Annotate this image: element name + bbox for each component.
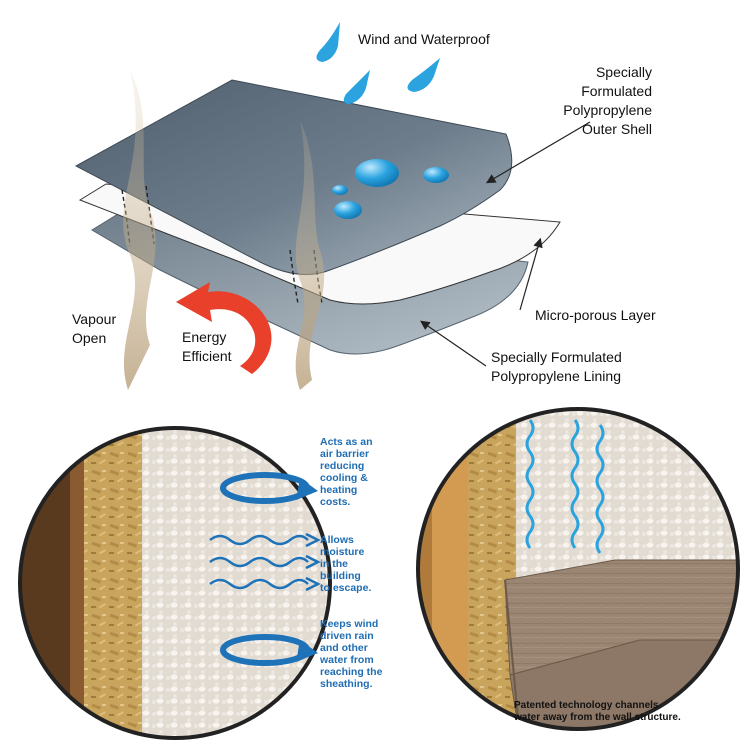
wall-section-right xyxy=(416,407,740,731)
air-barrier-arrow-icon xyxy=(220,472,318,504)
moisture-arrows-icon xyxy=(209,532,321,592)
leader-lines xyxy=(420,121,591,367)
rain-protection-text: Keeps wind driven rain and other water f… xyxy=(320,618,383,690)
moisture-text: Allows moisture in the building to escap… xyxy=(320,534,372,594)
lining-label: Specially Formulated Polypropylene Linin… xyxy=(491,349,622,384)
air-barrier-text: Acts as an air barrier reducing cooling … xyxy=(320,436,373,508)
raindrop-icon xyxy=(407,58,440,92)
rain-block-arrow-icon xyxy=(220,634,318,666)
wall-section-left xyxy=(18,426,332,740)
vapour-wisps xyxy=(123,70,325,390)
water-beads xyxy=(332,159,449,219)
membrane-layers xyxy=(74,79,561,355)
microporous-label: Micro-porous Layer xyxy=(535,307,656,323)
channels-caption: Patented technology channels water away … xyxy=(514,700,681,723)
outer-shell-label: Specially Formulated Polypropylene Outer… xyxy=(563,64,652,137)
energy-efficient-label: Energy Efficient xyxy=(182,329,232,364)
vapour-open-label: Vapour Open xyxy=(72,311,117,346)
raindrops xyxy=(316,22,440,104)
wind-waterproof-label: Wind and Waterproof xyxy=(358,31,490,47)
raindrop-icon xyxy=(316,22,340,62)
raindrop-icon xyxy=(343,70,370,104)
water-channels-icon xyxy=(525,419,605,554)
energy-arrow-icon xyxy=(176,282,272,374)
